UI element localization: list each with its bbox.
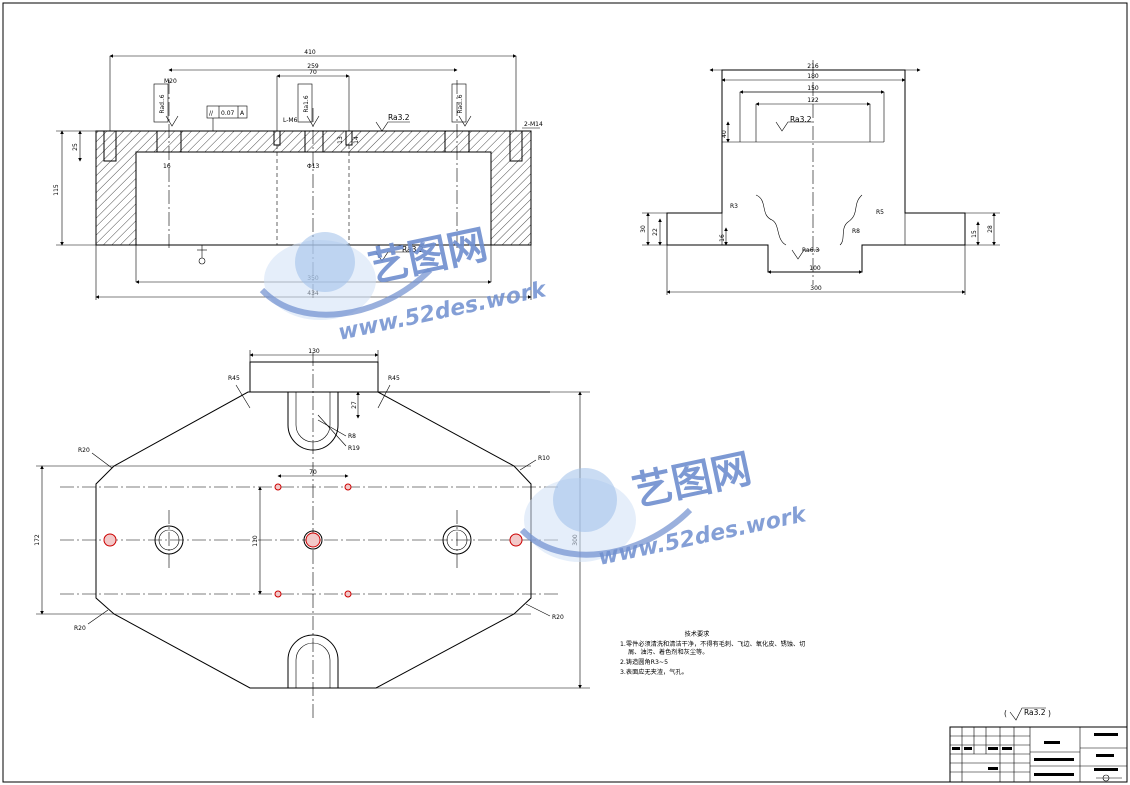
- side-dim-left-h1: 30: [640, 225, 647, 233]
- top-slot-depth: 27: [351, 401, 358, 409]
- general-roughness-value: Ra3.2: [1024, 708, 1046, 717]
- side-dim-overall: 216: [807, 63, 819, 70]
- side-dim-bottom-overall: 300: [810, 285, 822, 292]
- svg-text:): ): [1048, 709, 1051, 718]
- side-radius-right-2: R8: [852, 228, 860, 235]
- side-dim-step: 40: [721, 130, 728, 138]
- annot-mid-vertical: Ra1.6: [303, 95, 310, 112]
- watermark-cn-2: 艺图网: [629, 446, 756, 516]
- top-corner-tl: R20: [78, 447, 90, 454]
- side-dim-pocket-depth: 16: [719, 234, 726, 242]
- watermark-2: 艺图网 www.52des.work: [519, 446, 810, 571]
- side-dim-inner-2: 150: [807, 85, 819, 92]
- top-hole-vertical: 110: [252, 535, 259, 547]
- title-block: [949, 726, 1128, 783]
- side-view: 216 180 150 122 Ra3.2 40 R3 R5 R8 30 22 …: [640, 60, 1000, 295]
- callout-hole-left: M20: [164, 78, 177, 85]
- front-roughness-1: Ra3.2: [388, 113, 410, 122]
- side-groove-rough: Ra6.3: [802, 247, 819, 254]
- tech-line-1: 1.零件必须清洗和清洁干净，不得有毛刺、飞边、氧化皮、锈蚀、切: [620, 640, 805, 648]
- tolerance-datum: A: [240, 110, 245, 117]
- tech-line-2: 屑、油污、着色剂和灰尘等。: [628, 648, 708, 656]
- front-view: 410 259 70 115 25 350 434 Rad..6 Ra1.6 R…: [53, 49, 543, 300]
- callout-left-sub: 16: [163, 163, 171, 170]
- side-dim-left-h2: 22: [652, 228, 659, 236]
- front-roughness-2: Ra3.2: [402, 245, 424, 254]
- top-hole-spacing: 70: [309, 469, 317, 476]
- top-slot-r-large: R19: [348, 445, 360, 452]
- top-boss: [249, 361, 379, 393]
- dim-front-pocket: 25: [72, 143, 79, 151]
- top-corner-tr: R10: [538, 455, 550, 462]
- side-dim-right-h1: 15: [971, 230, 978, 238]
- top-corner-bl: R20: [74, 625, 86, 632]
- side-dim-inner-1: 180: [807, 73, 819, 80]
- annot-left-vertical: Rad..6: [159, 94, 166, 113]
- tolerance-symbol: //: [209, 110, 214, 117]
- top-slot-r-small: R8: [348, 433, 356, 440]
- tolerance-value: 0.07: [221, 110, 235, 117]
- callout-bore-small: L-M6: [283, 117, 298, 124]
- annot-right-vertical: Rad..6: [457, 94, 464, 113]
- dim-front-span: 259: [307, 63, 319, 70]
- side-roughness: Ra3.2: [790, 115, 812, 124]
- callout-hole-right: 2-M14: [524, 121, 543, 128]
- center-bore: [304, 130, 324, 153]
- side-dim-right-h2: 28: [987, 225, 994, 233]
- callout-bore-low: Φ13: [307, 163, 320, 170]
- callout-depth: 13: [337, 136, 344, 144]
- top-height-inner: 172: [34, 534, 41, 546]
- side-radius-right-1: R5: [876, 209, 884, 216]
- top-radius-tl: R45: [228, 375, 240, 382]
- side-radius-left: R3: [730, 203, 738, 210]
- side-dim-inner-3: 122: [807, 97, 819, 104]
- svg-text:(: (: [1004, 709, 1007, 718]
- tech-title: 技术要求: [685, 630, 710, 638]
- top-view: 130 R45 R45 27 R8 R19 R20 R10 R20 R20 70…: [34, 348, 590, 720]
- side-dim-bottom-inner: 100: [809, 265, 821, 272]
- top-corner-br: R20: [552, 614, 564, 621]
- tech-requirements: 技术要求 1.零件必须清洗和清洁干净，不得有毛刺、飞边、氧化皮、锈蚀、切 屑、油…: [620, 630, 805, 676]
- top-dim-boss: 130: [308, 348, 320, 355]
- top-radius-tr: R45: [388, 375, 400, 382]
- dim-front-height: 115: [53, 184, 60, 196]
- tech-line-3: 2.铸造圆角R3~5: [620, 658, 668, 666]
- callout-center-bore: 14: [353, 136, 360, 144]
- tech-line-4: 3.表面应无夹渣，气孔。: [620, 668, 688, 676]
- front-view-pocket: [135, 151, 492, 246]
- general-roughness: Ra3.2 ( ): [1004, 707, 1051, 721]
- dim-front-center: 70: [309, 69, 317, 76]
- dim-front-overall: 410: [304, 49, 316, 56]
